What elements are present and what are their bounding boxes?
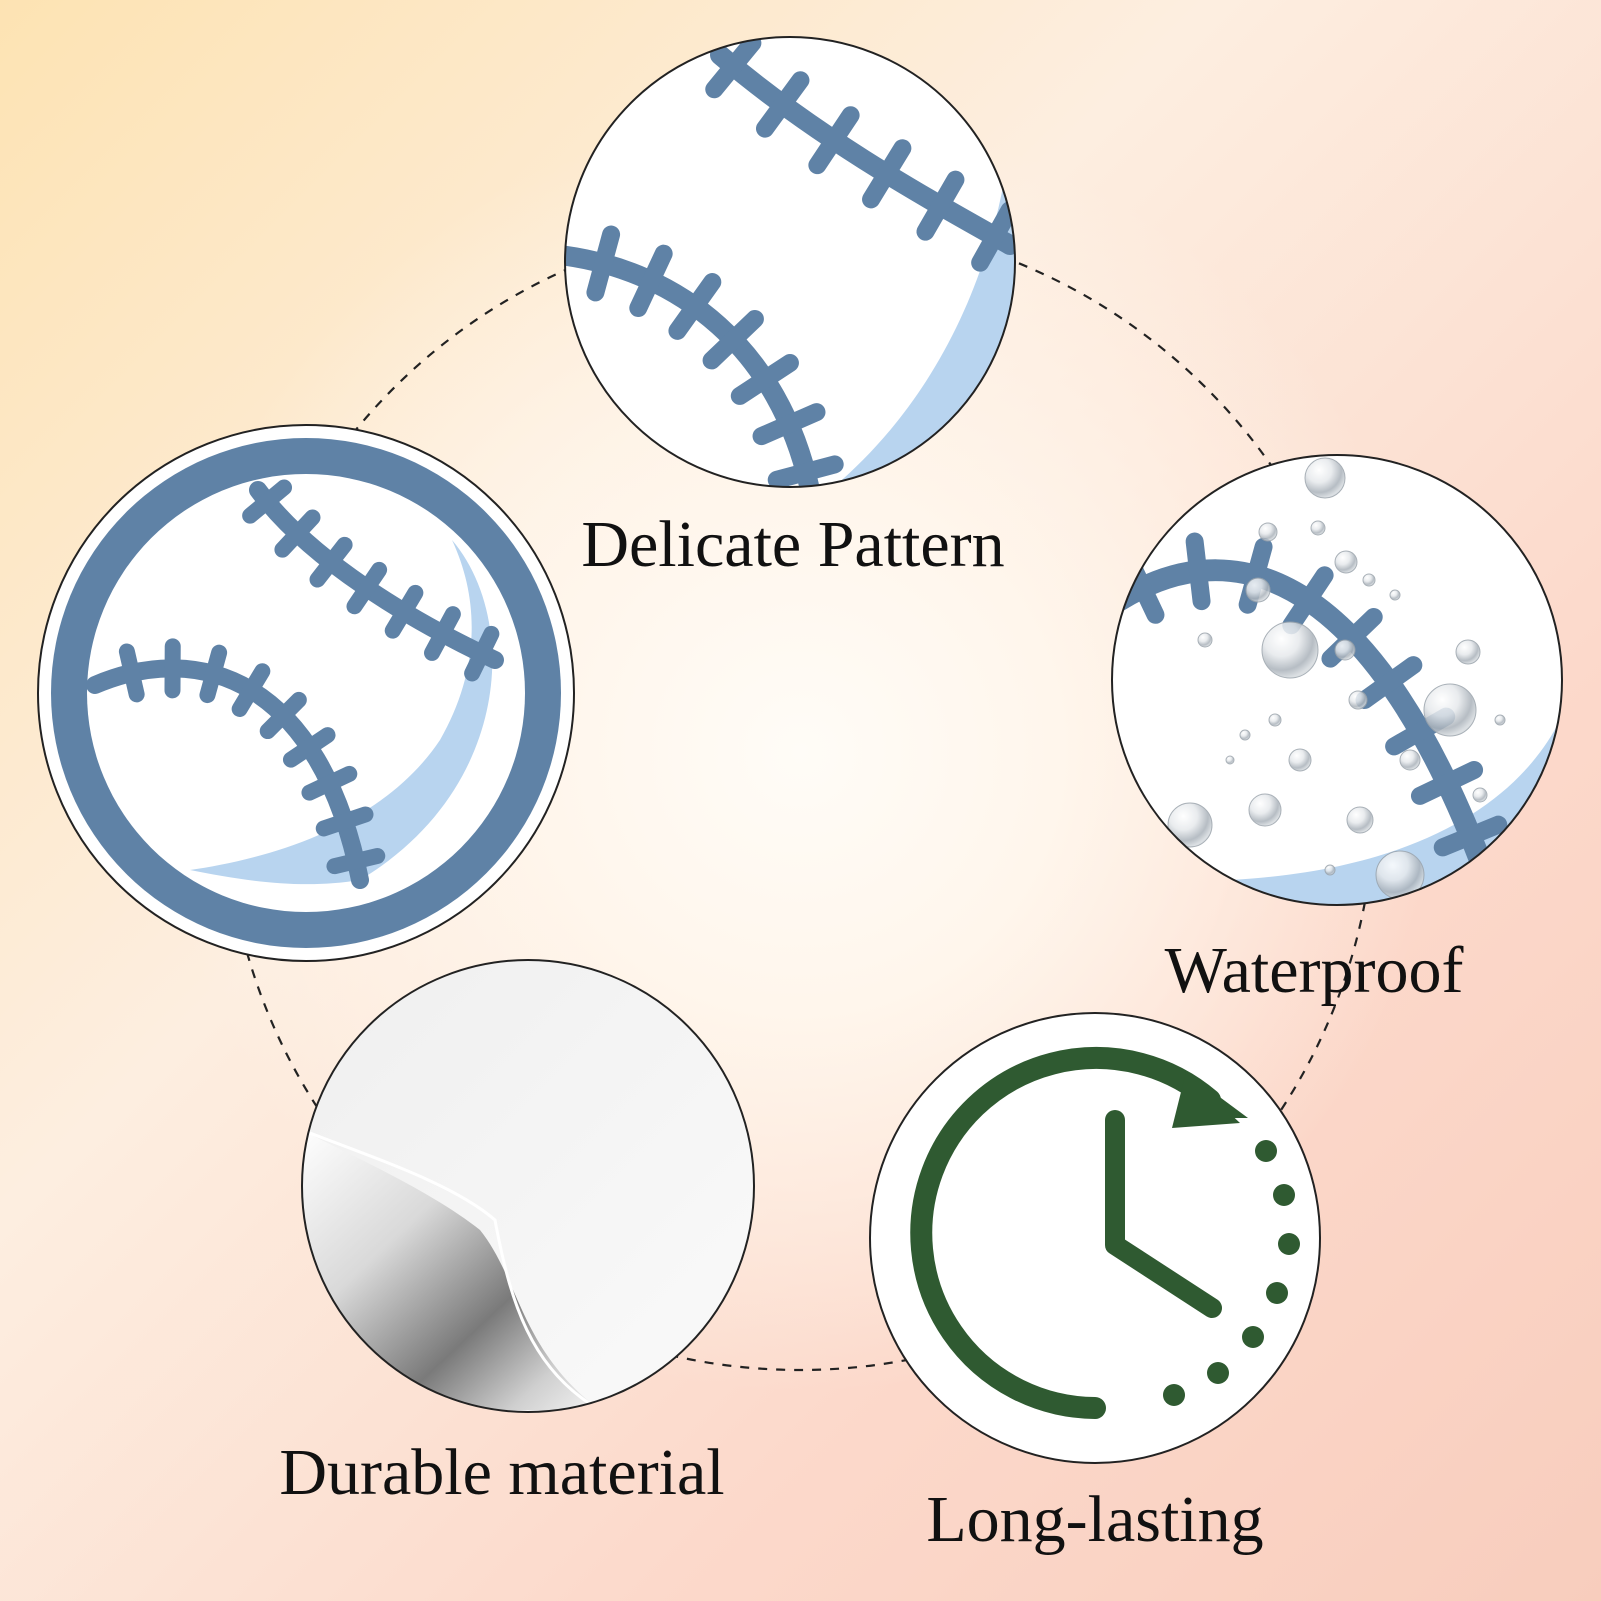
peeling-sticker-icon [301, 959, 755, 1413]
feature-label-durable-material: Durable material [279, 1436, 725, 1509]
delicate-pattern-circle [564, 36, 1016, 488]
baseball-icon [37, 424, 575, 962]
feature-label-delicate-pattern: Delicate Pattern [581, 508, 1005, 581]
baseball-seam-icon [565, 37, 1015, 487]
waterproof-circle [1111, 454, 1563, 906]
feature-label-long-lasting: Long-lasting [926, 1483, 1264, 1556]
feature-label-waterproof: Waterproof [1164, 934, 1464, 1007]
water-drops-icon [1167, 457, 1506, 900]
clock-refresh-icon [869, 1012, 1321, 1464]
